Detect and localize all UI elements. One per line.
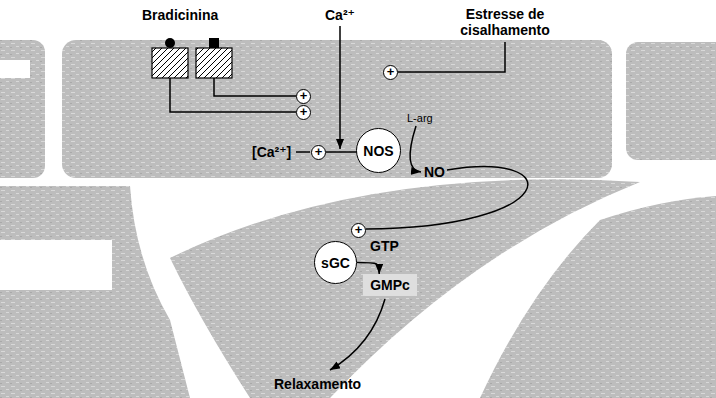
cell-notch	[0, 240, 112, 290]
calcium-arrow	[339, 26, 341, 149]
product-box: GMPc	[363, 274, 417, 296]
effect-arrow	[330, 299, 385, 370]
enzyme-circle: NOS	[356, 128, 401, 173]
receptor	[196, 48, 232, 78]
signal-line	[296, 151, 310, 153]
ion-label: [Ca²⁺]	[252, 144, 291, 160]
cell	[0, 186, 190, 398]
stimulus-label: Bradicinina	[142, 7, 218, 23]
node-text: sGC	[321, 255, 350, 271]
ion-label: Ca²⁺	[325, 7, 355, 23]
substrate-label: L-arg	[407, 112, 433, 125]
plus-sign: +	[296, 105, 311, 120]
stimulus-label: Estresse de cisalhamento	[445, 6, 565, 38]
signal-line	[398, 42, 505, 72]
substrate-label: GTP	[370, 238, 399, 254]
endothelial-cell	[62, 40, 612, 178]
ligand-square	[209, 38, 219, 48]
node-text: NOS	[363, 143, 393, 159]
plus-sign: +	[296, 89, 311, 104]
cell	[626, 42, 716, 160]
reaction-arrow	[357, 263, 379, 275]
plus-sign: +	[311, 145, 326, 160]
signal-line	[214, 78, 296, 96]
cell-notch	[0, 60, 30, 78]
reaction-arrow	[410, 126, 421, 172]
plus-sign: +	[383, 65, 398, 80]
plus-sign: +	[351, 223, 366, 238]
effect-label: Relaxamento	[274, 376, 361, 392]
enzyme-circle: sGC	[314, 241, 357, 284]
signal-line	[326, 151, 357, 153]
ligand-circle	[165, 38, 175, 48]
product-label: NO	[424, 164, 445, 180]
cell	[0, 40, 45, 178]
receptor	[152, 48, 188, 78]
cell	[480, 196, 716, 398]
diffusion-line	[366, 167, 528, 229]
node-text: GMPc	[370, 277, 410, 293]
signal-line	[170, 78, 296, 112]
